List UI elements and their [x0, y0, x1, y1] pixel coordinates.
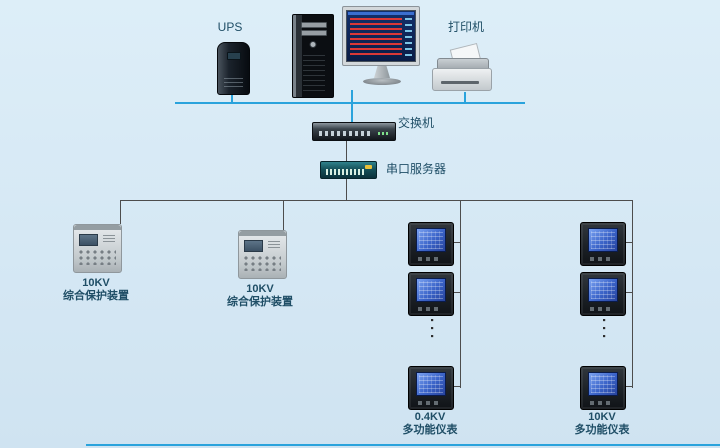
printer-label: 打印机	[447, 20, 484, 34]
protection-vents	[103, 235, 115, 243]
monitor-sidebar	[405, 18, 412, 57]
protection-a-label-line2: 综合保护装置	[63, 290, 129, 303]
ups-drop-line	[231, 92, 233, 103]
protection-device-a	[73, 224, 122, 273]
field-bus-line	[120, 200, 633, 201]
meter-lcd	[416, 228, 446, 252]
switch-label: 交换机	[398, 116, 435, 130]
protection-b-label-line1: 10KV	[246, 283, 274, 295]
pc-vents	[303, 55, 325, 91]
ups-vents	[224, 78, 243, 88]
meter-lcd	[416, 372, 446, 396]
meter-lcd	[588, 228, 618, 252]
serial-bus-wire	[346, 177, 347, 200]
meter-b3-stub	[624, 386, 633, 387]
monitor-stand	[374, 66, 390, 78]
meter-b2	[580, 272, 626, 316]
meter-b2-stub	[624, 292, 633, 293]
protection-lcd	[244, 240, 263, 252]
protection-lcd	[79, 234, 98, 246]
protection-b-label: 10KV 综合保护装置	[200, 283, 320, 309]
meter-a2-stub	[452, 292, 461, 293]
monitor-titlebar	[348, 12, 414, 15]
monitor-data-rows	[350, 18, 402, 57]
switch-drop-line	[351, 104, 353, 122]
meter-buttons	[590, 257, 610, 261]
serial-server-tag	[365, 165, 372, 169]
monitor	[342, 6, 420, 66]
meter-lcd	[588, 372, 618, 396]
meter-a3	[408, 366, 454, 410]
pc-drive-bay	[301, 30, 327, 36]
meter-col-b-label-line2: 多功能仪表	[574, 424, 630, 437]
meter-col-b-label-line1: 10KV	[588, 411, 616, 423]
protection-vents	[268, 241, 280, 249]
meter-lcd	[416, 278, 446, 302]
ups-device	[217, 42, 250, 95]
switch-leds	[378, 132, 390, 135]
meter-lcd	[588, 278, 618, 302]
protection-top-strip	[239, 231, 286, 236]
meter-b1-stub	[624, 242, 633, 243]
meter-a1-stub	[452, 242, 461, 243]
meter-b3	[580, 366, 626, 410]
protection-keypad	[79, 250, 116, 265]
pc-tower	[292, 14, 334, 98]
serial-server-device	[320, 161, 377, 179]
monitor-screen	[346, 10, 416, 62]
meter-a1	[408, 222, 454, 266]
switch-ports	[319, 131, 373, 136]
printer-drop-line	[464, 92, 466, 103]
serial-server-ports	[326, 169, 364, 175]
protection-device-b	[238, 230, 287, 279]
serial-server-label: 串口服务器	[386, 162, 447, 176]
switch-serial-wire	[346, 139, 347, 161]
meter-col-a-label-line2: 多功能仪表	[402, 424, 458, 437]
meter-col-b-riser	[632, 200, 633, 388]
continuation-dots: ···	[595, 318, 612, 342]
meter-col-a-label: 0.4KV 多功能仪表	[385, 411, 475, 437]
pc-power-button	[309, 41, 317, 48]
meter-buttons	[418, 401, 438, 405]
meter-col-a-label-line1: 0.4KV	[414, 411, 446, 423]
protection-a-label: 10KV 综合保护装置	[36, 277, 156, 303]
printer-device	[432, 42, 494, 94]
protection-b-label-line2: 综合保护装置	[227, 296, 293, 309]
bottom-border-line	[86, 444, 720, 446]
meter-a2	[408, 272, 454, 316]
meter-col-b-label: 10KV 多功能仪表	[557, 411, 647, 437]
network-bus-line	[175, 102, 525, 104]
meter-a3-stub	[452, 386, 461, 387]
meter-buttons	[590, 307, 610, 311]
ups-display	[226, 52, 241, 60]
printer-output-slot	[441, 81, 479, 84]
computer-drop-line	[351, 90, 353, 103]
meter-b1	[580, 222, 626, 266]
protection-b-wire	[283, 200, 284, 230]
meter-buttons	[590, 401, 610, 405]
meter-buttons	[418, 307, 438, 311]
monitor-base	[363, 78, 401, 85]
printer-body	[432, 68, 492, 91]
protection-top-strip	[74, 225, 121, 230]
pc-drive-bay	[301, 22, 327, 28]
protection-a-label-line1: 10KV	[82, 277, 110, 289]
protection-a-wire	[120, 200, 121, 224]
continuation-dots: ···	[423, 318, 440, 342]
meter-col-a-riser	[460, 200, 461, 388]
meter-buttons	[418, 257, 438, 261]
ups-label: UPS	[217, 20, 243, 34]
switch-device	[312, 122, 396, 141]
protection-keypad	[244, 256, 281, 271]
